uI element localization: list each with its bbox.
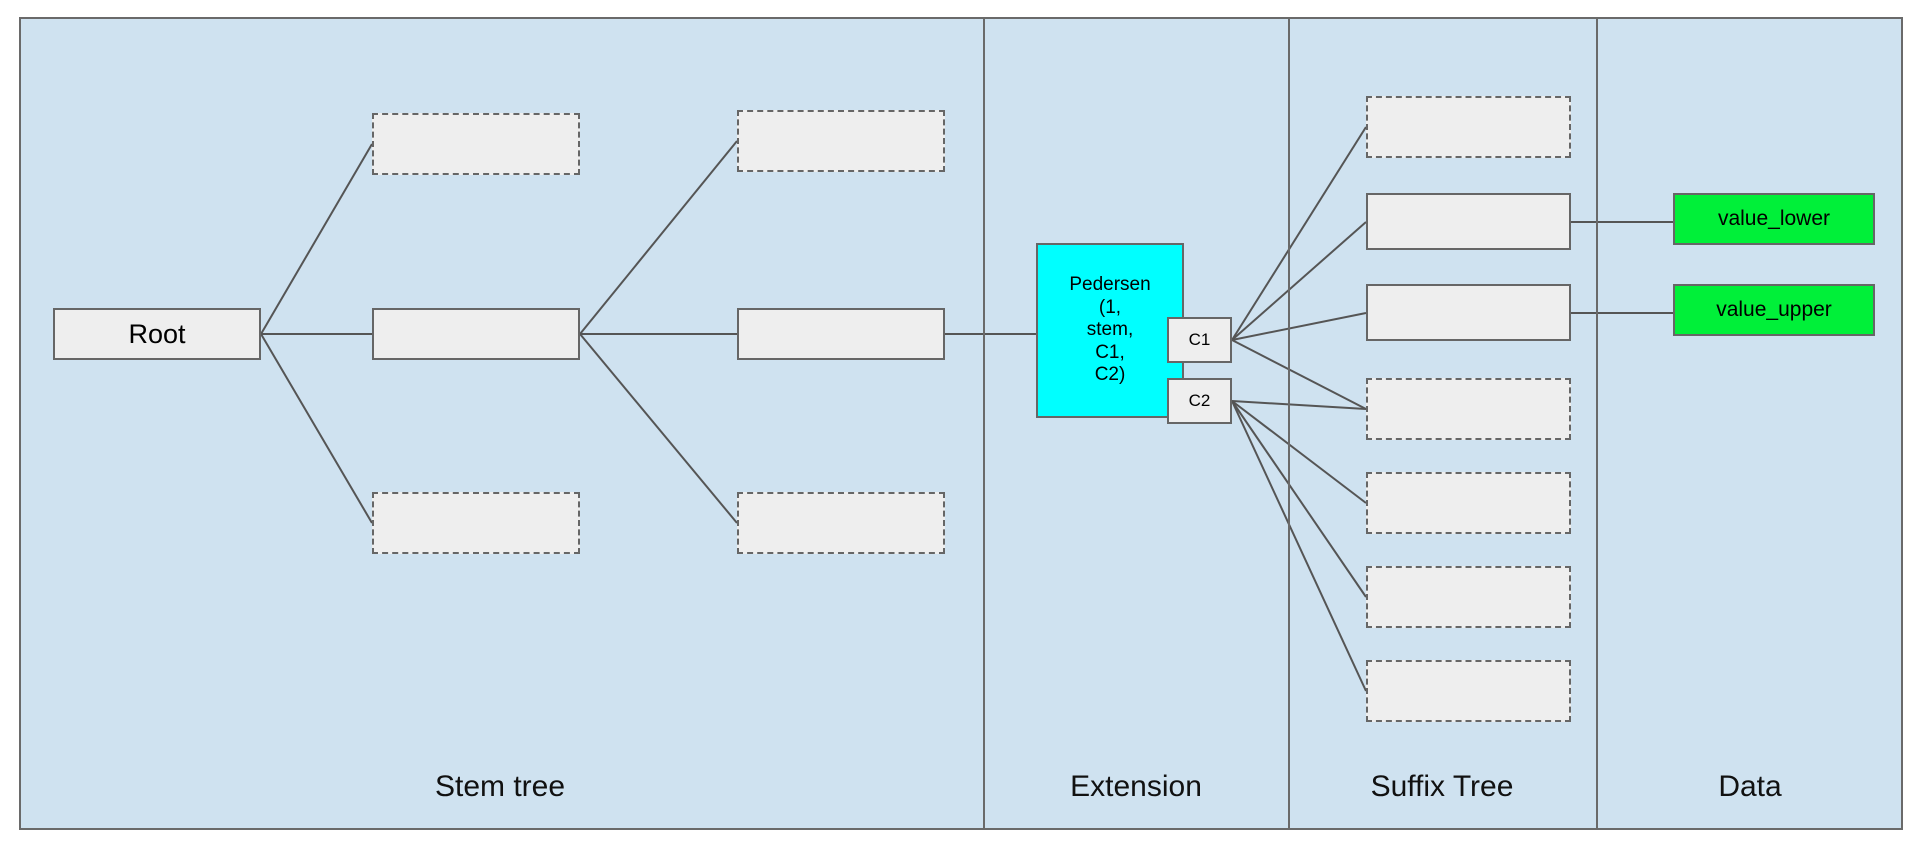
divider-suffix-data: [1596, 17, 1598, 830]
node-value-upper[interactable]: value_upper: [1673, 284, 1875, 336]
node-suffix-5[interactable]: [1366, 472, 1571, 534]
node-commitment-c1-label: C1: [1188, 330, 1211, 349]
node-stem-l2-bottom[interactable]: [737, 492, 945, 554]
node-suffix-2[interactable]: [1366, 193, 1571, 250]
node-commitment-c1[interactable]: C1: [1167, 317, 1232, 363]
section-label-data: Data: [1718, 770, 1782, 803]
node-pedersen[interactable]: Pedersen (1, stem, C1, C2): [1036, 243, 1184, 418]
node-suffix-7[interactable]: [1366, 660, 1571, 722]
node-value-upper-label: value_upper: [1716, 298, 1832, 321]
pedersen-line-5: C2): [1094, 364, 1126, 386]
node-root[interactable]: Root: [53, 308, 261, 360]
divider-stem-extension: [983, 17, 985, 830]
node-stem-l1-mid[interactable]: [372, 308, 580, 360]
section-label-stem-tree: Stem tree: [434, 770, 566, 803]
node-value-lower-label: value_lower: [1717, 207, 1831, 230]
node-stem-l1-top[interactable]: [372, 113, 580, 175]
pedersen-line-1: Pedersen: [1069, 274, 1151, 296]
node-stem-l1-bottom[interactable]: [372, 492, 580, 554]
node-value-lower[interactable]: value_lower: [1673, 193, 1875, 245]
node-root-label: Root: [128, 318, 186, 349]
node-suffix-4[interactable]: [1366, 378, 1571, 440]
node-suffix-3[interactable]: [1366, 284, 1571, 341]
pedersen-line-3: stem,: [1086, 319, 1134, 341]
pedersen-line-4: C1,: [1095, 341, 1125, 363]
node-suffix-1[interactable]: [1366, 96, 1571, 158]
node-suffix-6[interactable]: [1366, 566, 1571, 628]
node-stem-l2-top[interactable]: [737, 110, 945, 172]
section-label-suffix-tree: Suffix Tree: [1370, 770, 1514, 803]
node-stem-l2-mid[interactable]: [737, 308, 945, 360]
node-commitment-c2[interactable]: C2: [1167, 378, 1232, 424]
node-commitment-c2-label: C2: [1188, 391, 1211, 410]
divider-extension-suffix: [1288, 17, 1290, 830]
pedersen-line-2: (1,: [1098, 296, 1122, 318]
diagram-frame: [19, 17, 1903, 830]
section-label-extension: Extension: [1070, 770, 1202, 803]
